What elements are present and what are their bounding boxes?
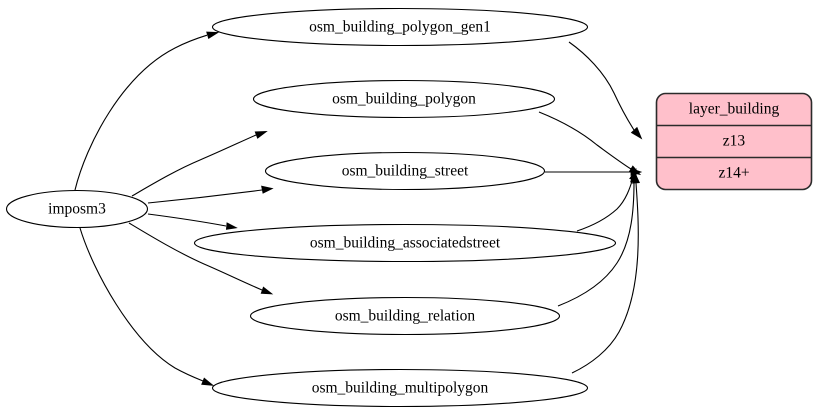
node-imposm3[interactable]: imposm3	[5, 189, 149, 229]
node-ellipse[interactable]	[211, 7, 589, 47]
arrowhead-icon	[630, 126, 643, 140]
arrowhead-icon	[254, 130, 268, 139]
node-ellipse[interactable]	[264, 151, 546, 191]
node-label: osm_building_multipolygon	[312, 380, 489, 397]
edge-path	[568, 41, 635, 131]
edge-group-tables-to-layer	[538, 41, 643, 374]
node-label: osm_building_street	[342, 163, 469, 180]
node-osm_building_polygon_gen1[interactable]: osm_building_polygon_gen1	[211, 7, 589, 47]
node-ellipse[interactable]	[211, 368, 589, 408]
record-row-title: layer_building	[689, 101, 780, 118]
arrowhead-icon	[206, 31, 220, 40]
edge-path	[131, 134, 257, 197]
node-ellipse[interactable]	[252, 79, 556, 119]
node-ellipse[interactable]	[249, 296, 561, 336]
arrowhead-icon	[225, 222, 238, 230]
edge-path	[128, 222, 263, 291]
edge-path	[74, 34, 208, 191]
node-osm_building_multipolygon[interactable]: osm_building_multipolygon	[211, 368, 589, 408]
record-row-z13: z13	[723, 133, 746, 150]
edge-path	[147, 189, 263, 204]
node-osm_building_polygon[interactable]: osm_building_polygon	[252, 79, 556, 119]
record-box[interactable]	[655, 92, 813, 191]
edge-osm_building_multipolygon-to-layer_building-z14	[571, 171, 640, 374]
edge-path	[538, 111, 632, 170]
node-label: osm_building_associatedstreet	[310, 235, 501, 252]
arrowhead-icon	[201, 377, 215, 386]
edge-path	[79, 227, 204, 382]
node-ellipse[interactable]	[193, 223, 617, 263]
node-osm_building_street[interactable]: osm_building_street	[264, 151, 546, 191]
node-label: imposm3	[48, 201, 106, 218]
node-label: osm_building_polygon	[332, 91, 476, 108]
edge-imposm3-to-osm_building_relation	[128, 222, 274, 295]
edge-path	[557, 181, 635, 307]
edge-path	[147, 213, 227, 227]
edge-imposm3-to-osm_building_street	[147, 185, 274, 204]
edge-imposm3-to-osm_building_polygon	[131, 130, 268, 197]
record-row-z14plus: z14+	[718, 165, 749, 182]
edge-imposm3-to-osm_building_associatedstreet	[147, 213, 238, 230]
edge-imposm3-to-osm_building_multipolygon	[79, 227, 215, 386]
arrowhead-icon	[261, 185, 274, 194]
node-label: osm_building_relation	[335, 308, 476, 325]
node-ellipse[interactable]	[5, 189, 149, 229]
arrowhead-icon	[260, 286, 274, 295]
edge-osm_building_associatedstreet-to-layer_building-z14	[576, 168, 637, 232]
arrowhead-icon	[632, 171, 640, 184]
edge-osm_building_street-to-layer_building-z14	[544, 168, 643, 176]
edge-osm_building_polygon-to-layer_building-z14	[538, 111, 642, 176]
node-osm_building_associatedstreet[interactable]: osm_building_associatedstreet	[193, 223, 617, 263]
edge-osm_building_polygon_gen1-to-layer_building-z13	[568, 41, 643, 140]
edge-group-source-to-tables	[74, 31, 274, 386]
edge-path	[576, 177, 634, 232]
node-label: osm_building_polygon_gen1	[309, 19, 491, 36]
edge-path	[571, 182, 639, 374]
edge-imposm3-to-osm_building_polygon_gen1	[74, 31, 220, 191]
node-layer_building[interactable]: layer_building z13 z14+	[655, 92, 813, 191]
node-osm_building_relation[interactable]: osm_building_relation	[249, 296, 561, 336]
